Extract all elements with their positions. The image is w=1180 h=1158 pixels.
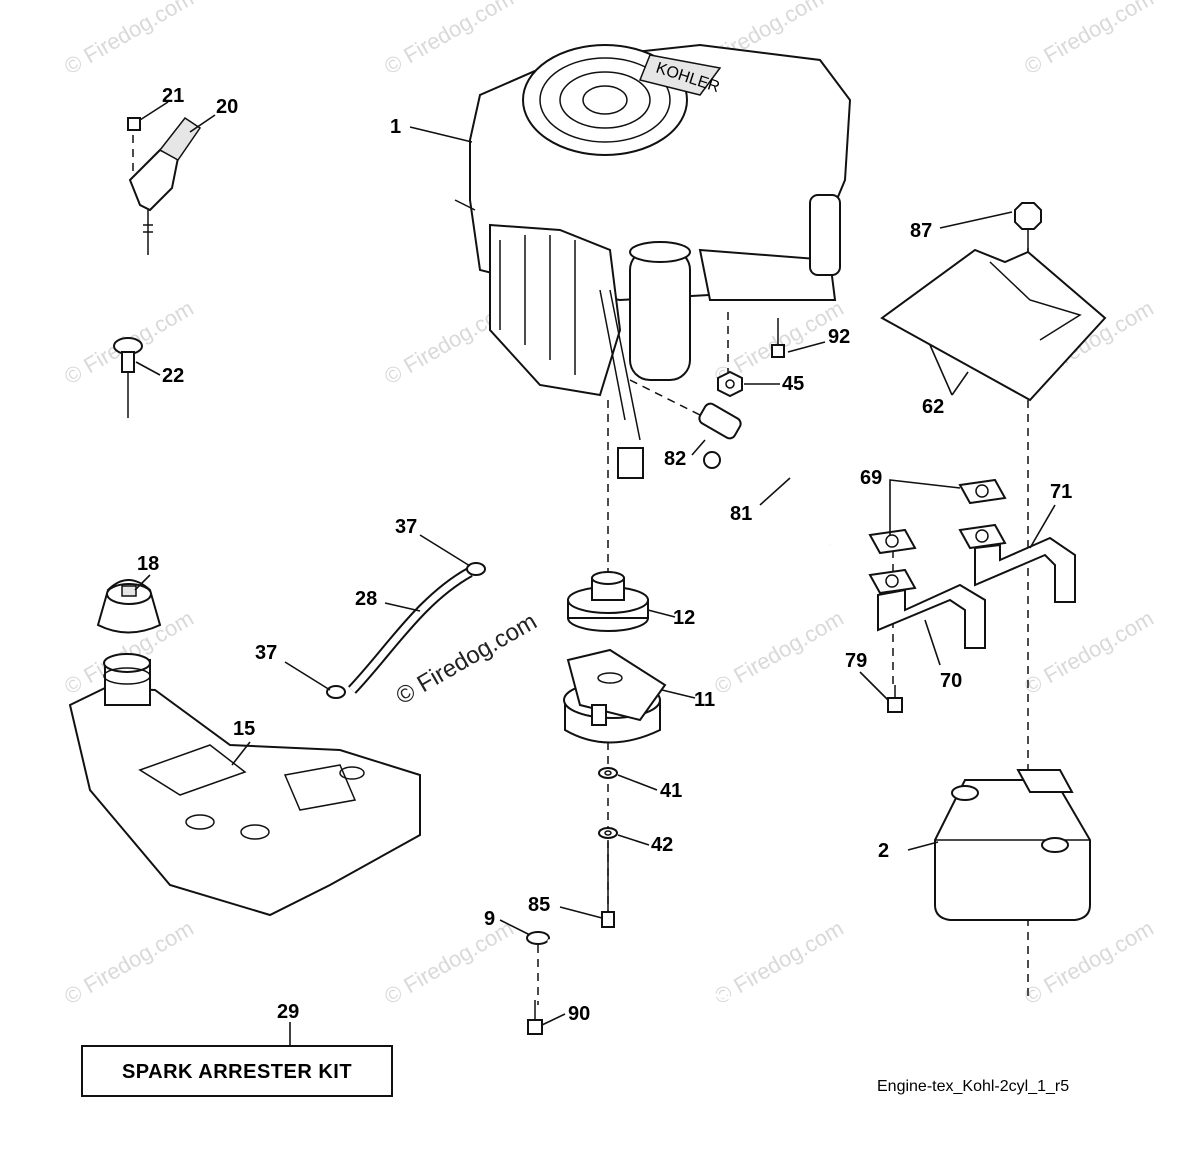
heat-shield-part xyxy=(880,248,1107,402)
exhaust-pipe-71-part xyxy=(974,536,1076,603)
washer-42-part xyxy=(598,827,618,839)
watermark-text: © Firedog.com xyxy=(1020,0,1158,79)
callout-41: 41 xyxy=(660,780,682,802)
callout-22: 22 xyxy=(162,365,184,387)
fuel-line-hose-part xyxy=(326,562,486,699)
bolt-79-part xyxy=(887,685,903,713)
bracket-rod-9-part xyxy=(526,931,742,1052)
engine-part: KOHLER xyxy=(454,43,852,479)
callout-18: 18 xyxy=(137,553,159,575)
watermark-text: © Firedog.com xyxy=(1020,915,1158,1009)
gasket-69-parts xyxy=(868,478,1007,595)
callout-2: 2 xyxy=(878,840,889,862)
washer-41-part xyxy=(598,767,618,779)
muffler-part xyxy=(934,769,1091,921)
callout-69: 69 xyxy=(860,467,882,489)
callout-79: 79 xyxy=(845,650,867,672)
electric-clutch-part xyxy=(563,648,667,744)
watermark-text: © Firedog.com xyxy=(710,915,848,1009)
fuel-tank-part xyxy=(68,653,421,917)
callout-37-top: 37 xyxy=(395,516,417,538)
knob-bolt-87-part xyxy=(1014,202,1042,252)
exhaust-pipe-70-part xyxy=(877,583,986,649)
callout-62: 62 xyxy=(922,396,944,418)
callout-12: 12 xyxy=(673,607,695,629)
callout-45: 45 xyxy=(782,373,804,395)
plug-bolt-part xyxy=(113,337,143,418)
callout-37-bottom: 37 xyxy=(255,642,277,664)
callout-20: 20 xyxy=(216,96,238,118)
callout-82: 82 xyxy=(664,448,686,470)
nut-45-part xyxy=(717,370,743,398)
callout-28: 28 xyxy=(355,588,377,610)
callout-1: 1 xyxy=(390,116,401,138)
callout-42: 42 xyxy=(651,834,673,856)
fuel-hose-81-part xyxy=(754,440,835,548)
callout-71: 71 xyxy=(1050,481,1072,503)
callout-29: 29 xyxy=(277,1001,299,1023)
spark-arrester-kit-label: SPARK ARRESTER KIT xyxy=(122,1061,352,1083)
callout-15: 15 xyxy=(233,718,255,740)
watermark-text: © Firedog.com xyxy=(380,915,518,1009)
watermark-text: © Firedog.com xyxy=(710,605,848,699)
callout-9: 9 xyxy=(484,908,495,930)
pulley-part xyxy=(567,571,649,632)
bolt-92-part xyxy=(771,318,785,358)
drawing-reference: Engine-tex_Kohl-2cyl_1_r5 xyxy=(877,1078,1069,1095)
callout-70: 70 xyxy=(940,670,962,692)
callout-11: 11 xyxy=(694,689,715,711)
fuel-filter-part xyxy=(698,402,742,469)
watermark-text: © Firedog.com xyxy=(1020,605,1158,699)
callout-85: 85 xyxy=(528,894,550,916)
watermark-text: © Firedog.com xyxy=(60,0,198,79)
fuel-cap-part xyxy=(96,579,162,634)
watermark-text: © Firedog.com xyxy=(380,0,518,79)
spark-arrester-kit-box: SPARK ARRESTER KIT xyxy=(81,1045,393,1097)
callout-90: 90 xyxy=(568,1003,590,1025)
callout-labels: 1 21 20 22 87 92 45 62 82 81 69 71 37 18… xyxy=(137,85,1072,1025)
watermark-text: © Firedog.com xyxy=(60,915,198,1009)
callout-81: 81 xyxy=(730,503,752,525)
callout-92: 92 xyxy=(828,326,850,348)
throttle-control-assembly xyxy=(127,116,202,255)
callout-21: 21 xyxy=(162,85,184,107)
clutch-bolt-85-part xyxy=(601,842,615,928)
bolt-90-part xyxy=(527,1000,543,1035)
callout-87: 87 xyxy=(910,220,932,242)
leader-lines xyxy=(134,101,1056,1046)
